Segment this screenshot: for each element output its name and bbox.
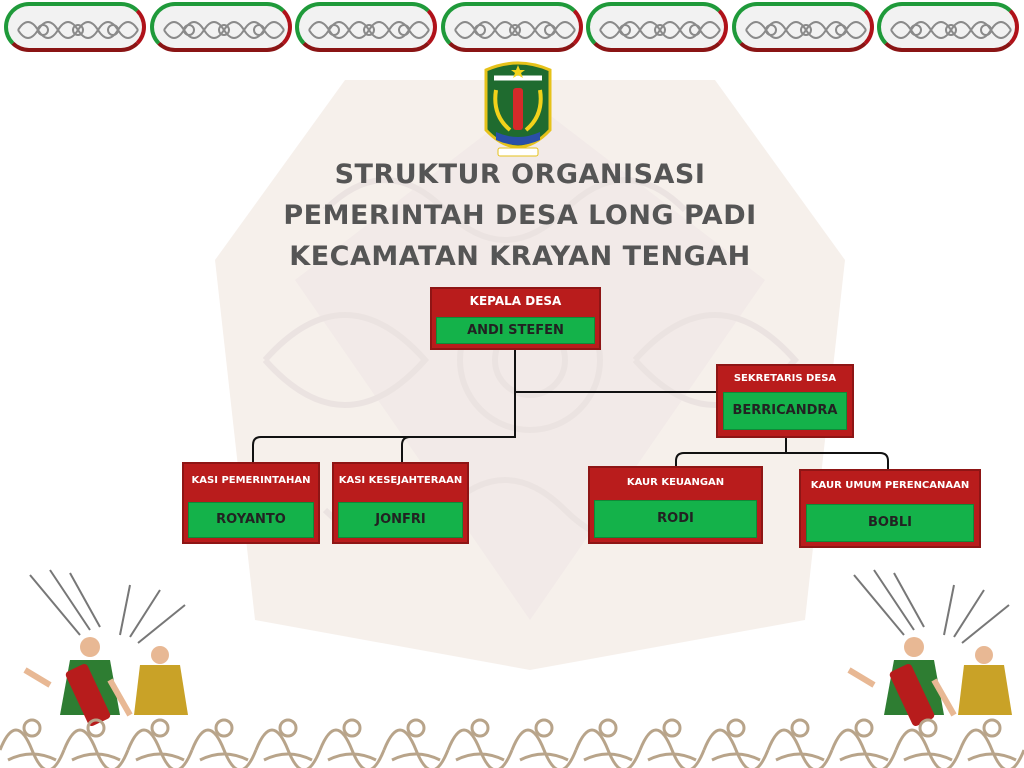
dayak-dancer-left-illustration — [23, 569, 188, 726]
role-label: KEPALA DESA — [469, 294, 562, 308]
person-name: ROYANTO — [188, 502, 314, 538]
node-sekretaris-desa: SEKRETARIS DESA BERRICANDRA — [716, 364, 854, 438]
node-kepala-desa: KEPALA DESA ANDI STEFEN — [430, 287, 601, 350]
ornament-oval — [440, 2, 583, 52]
page-title-line-1: STRUKTUR ORGANISASI — [334, 159, 706, 190]
page-title-line-3: KECAMATAN KRAYAN TENGAH — [289, 241, 751, 272]
dayak-dancer-right-illustration — [847, 569, 1012, 726]
regency-emblem-icon — [484, 61, 552, 157]
role-label: KASI PEMERINTAHAN — [191, 475, 311, 486]
ornament-oval — [731, 2, 874, 52]
person-name: ANDI STEFEN — [436, 317, 595, 344]
dayak-ornament-border — [0, 718, 1024, 768]
role-label: KAUR KEUANGAN — [626, 477, 725, 488]
role-label: KASI KESEJAHTERAAN — [338, 475, 463, 486]
top-ornament-strip — [0, 0, 1024, 58]
page-title-line-2: PEMERINTAH DESA LONG PADI — [283, 200, 757, 231]
ornament-oval — [4, 2, 146, 52]
node-kaur-umum-perencanaan: KAUR UMUM PERENCANAAN BOBLI — [799, 469, 981, 548]
role-label: KAUR UMUM PERENCANAAN — [810, 480, 970, 491]
person-name: JONFRI — [338, 502, 463, 538]
node-kaur-keuangan: KAUR KEUANGAN RODI — [588, 466, 763, 544]
person-name: RODI — [594, 500, 757, 538]
node-kasi-pemerintahan: KASI PEMERINTAHAN ROYANTO — [182, 462, 320, 544]
person-name: BOBLI — [806, 504, 974, 542]
role-label: SEKRETARIS DESA — [733, 373, 837, 384]
ornament-oval — [295, 2, 437, 52]
person-name: BERRICANDRA — [723, 392, 847, 430]
node-kasi-kesejahteraan: KASI KESEJAHTERAAN JONFRI — [332, 462, 469, 544]
ornament-oval — [877, 2, 1019, 52]
ornament-oval — [586, 2, 728, 52]
ornament-oval — [149, 2, 292, 52]
